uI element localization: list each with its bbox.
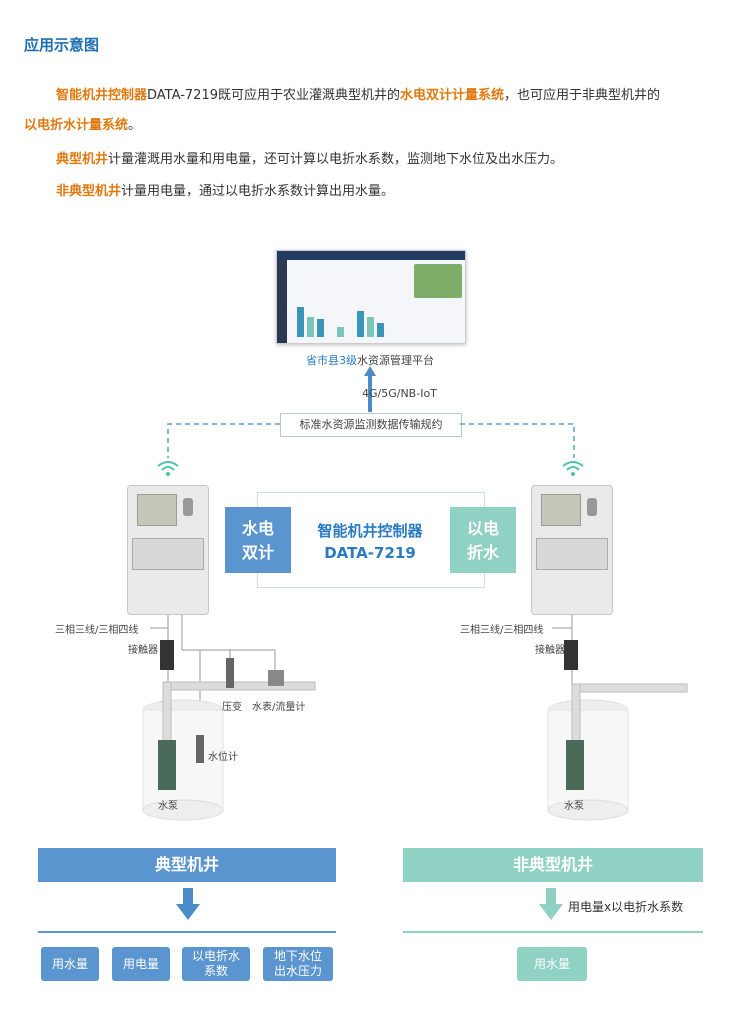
water-volume-tag: 用水量 bbox=[41, 947, 99, 981]
highlight-atypical: 非典型机井 bbox=[56, 184, 122, 199]
controller-device-right bbox=[531, 485, 613, 615]
platform-dashboard-image bbox=[276, 250, 466, 344]
dashboard-bar bbox=[307, 317, 314, 337]
page-title: 应用示意图 bbox=[24, 36, 100, 54]
coefficient-tag: 以电折水 系数 bbox=[182, 947, 250, 981]
wifi-icon bbox=[562, 461, 584, 476]
highlight-typical: 典型机井 bbox=[56, 152, 109, 167]
intro-text: 计量用电量，通过以电折水系数计算出用水量。 bbox=[121, 184, 395, 199]
platform-label: 省市县3级水资源管理平台 bbox=[250, 352, 490, 368]
intro-paragraph-3: 非典型机井计量用电量，通过以电折水系数计算出用水量。 bbox=[24, 182, 724, 202]
dashboard-header bbox=[277, 251, 465, 260]
intro-text: 。 bbox=[128, 118, 142, 133]
highlight-electric-to-water: 以电折水计量系统 bbox=[24, 118, 129, 133]
wifi-icon bbox=[157, 461, 179, 476]
device-button bbox=[587, 498, 597, 516]
platform-levels: 省市县3级 bbox=[306, 354, 357, 367]
device-button bbox=[183, 498, 193, 516]
controller-title: 智能机井控制器 DATA-7219 bbox=[300, 520, 440, 564]
atypical-formula: 用电量x以电折水系数 bbox=[568, 900, 684, 914]
dashed-connector bbox=[167, 423, 575, 458]
intro-text: DATA-7219既可应用于农业灌溉典型机井的 bbox=[147, 88, 400, 103]
electric-to-water-box: 以电折水 bbox=[450, 507, 516, 573]
pump-label-left: 水泵 bbox=[158, 801, 178, 812]
groundwater-pressure-tag: 地下水位 出水压力 bbox=[263, 947, 333, 981]
down-arrow-icon bbox=[176, 888, 200, 920]
contactor-label-right: 接触器 bbox=[535, 645, 565, 656]
uplink-arrow bbox=[364, 366, 376, 412]
dual-metering-box: 水电双计 bbox=[225, 507, 291, 573]
box-line: 以电 bbox=[466, 519, 499, 538]
controller-name: 智能机井控制器 bbox=[317, 522, 423, 540]
water-level-label: 水位计 bbox=[208, 752, 238, 763]
typical-well-banner: 典型机井 bbox=[38, 848, 336, 882]
intro-paragraph-1: 智能机井控制器DATA-7219既可应用于农业灌溉典型机井的水电双计计量系统，也… bbox=[24, 86, 724, 136]
down-arrow-icon bbox=[539, 888, 563, 920]
wiring-label-right: 三相三线/三相四线 bbox=[460, 625, 544, 636]
intro-paragraph-2: 典型机井计量灌溉用水量和用电量，还可计算以电折水系数，监测地下水位及出水压力。 bbox=[24, 150, 724, 170]
network-label: 4G/5G/NB-IoT bbox=[362, 387, 437, 400]
controller-info-frame bbox=[257, 492, 485, 588]
controller-device-left bbox=[127, 485, 209, 615]
device-label-panel bbox=[132, 538, 204, 570]
atypical-divider bbox=[403, 931, 703, 933]
device-screen bbox=[541, 494, 581, 526]
dashboard-bar bbox=[297, 307, 304, 337]
highlight-dual-metering: 水电双计计量系统 bbox=[400, 88, 505, 103]
atypical-well-illustration bbox=[547, 615, 688, 821]
dashboard-map bbox=[414, 264, 462, 298]
intro-text: 计量灌溉用水量和用电量，还可计算以电折水系数，监测地下水位及出水压力。 bbox=[108, 152, 564, 167]
box-line: 双计 bbox=[241, 543, 274, 562]
box-line: 折水 bbox=[466, 543, 499, 562]
pump-label-right: 水泵 bbox=[564, 801, 584, 812]
device-label-panel bbox=[536, 538, 608, 570]
pressure-sensor-label: 压变 bbox=[222, 702, 242, 713]
typical-divider bbox=[38, 931, 336, 933]
dashboard-bar bbox=[377, 323, 384, 337]
platform-name: 水资源管理平台 bbox=[357, 354, 434, 367]
intro-text: ，也可应用于非典型机井的 bbox=[504, 88, 661, 103]
protocol-box: 标准水资源监测数据传输规约 bbox=[280, 413, 462, 437]
dashboard-bar bbox=[337, 327, 344, 337]
wiring-label-left: 三相三线/三相四线 bbox=[55, 625, 139, 636]
atypical-water-volume-tag: 用水量 bbox=[517, 947, 587, 981]
highlight-controller: 智能机井控制器 bbox=[56, 88, 148, 103]
box-line: 水电 bbox=[241, 519, 274, 538]
atypical-well-banner: 非典型机井 bbox=[403, 848, 703, 882]
dashboard-sidebar bbox=[277, 260, 287, 343]
dashboard-bar bbox=[317, 319, 324, 337]
contactor-label-left: 接触器 bbox=[128, 645, 158, 656]
dashboard-bar bbox=[367, 317, 374, 337]
electricity-tag: 用电量 bbox=[112, 947, 170, 981]
flow-meter-label: 水表/流量计 bbox=[252, 702, 306, 713]
dashboard-bar bbox=[357, 311, 364, 337]
controller-model: DATA-7219 bbox=[324, 544, 416, 562]
device-screen bbox=[137, 494, 177, 526]
typical-well-illustration bbox=[142, 615, 316, 821]
